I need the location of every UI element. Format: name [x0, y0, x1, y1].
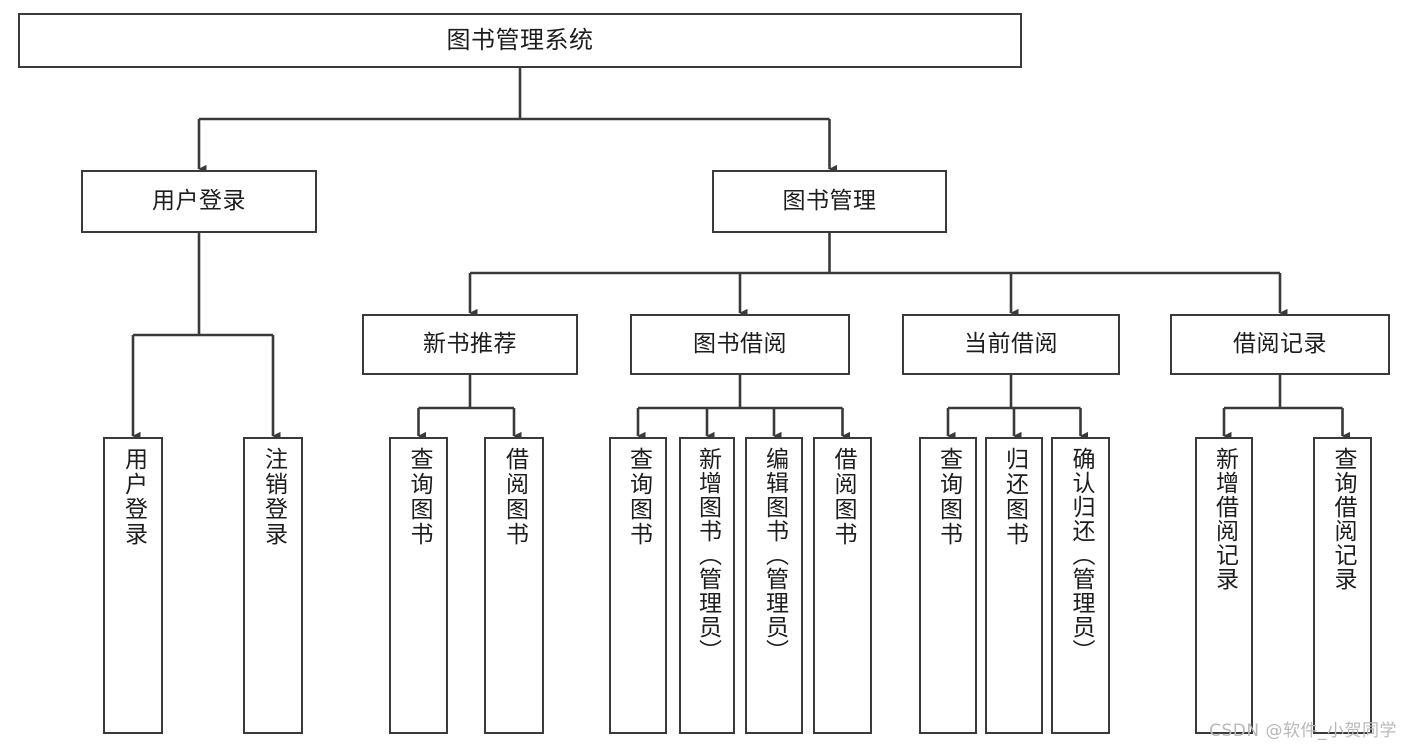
node-leaf-query-book-1[interactable]: 查询图书 — [389, 437, 448, 734]
node-leaf-edit-book[interactable]: 编辑图书（管理员） — [745, 437, 803, 734]
node-leaf-add-borrow-record[interactable]: 新增借阅记录 — [1195, 437, 1253, 734]
node-leaf-add-book-label: 新增图书（管理员） — [694, 447, 721, 663]
node-leaf-query-book-1-label: 查询图书 — [406, 447, 432, 547]
node-book-manage[interactable]: 图书管理 — [712, 170, 947, 233]
node-new-book-recommend[interactable]: 新书推荐 — [362, 314, 578, 375]
node-leaf-return-book-label: 归还图书 — [1001, 447, 1028, 547]
node-root-label: 图书管理系统 — [446, 26, 594, 55]
node-borrow-record-label: 借阅记录 — [1233, 330, 1327, 357]
node-user-login[interactable]: 用户登录 — [81, 170, 317, 233]
node-book-borrow-label: 图书借阅 — [693, 330, 787, 357]
node-user-login-label: 用户登录 — [152, 187, 246, 214]
node-leaf-confirm-return[interactable]: 确认归还（管理员） — [1051, 437, 1110, 734]
node-leaf-user-login-label: 用户登录 — [120, 447, 147, 547]
node-leaf-user-logout[interactable]: 注销登录 — [243, 437, 303, 734]
node-borrow-record[interactable]: 借阅记录 — [1170, 314, 1390, 375]
node-leaf-borrow-book-2-label: 借阅图书 — [830, 447, 856, 547]
node-root[interactable]: 图书管理系统 — [18, 13, 1022, 68]
node-leaf-query-book-3-label: 查询图书 — [935, 447, 962, 547]
csdn-watermark: CSDN @软件_小贺同学 — [1209, 721, 1397, 741]
node-leaf-query-book-2-label: 查询图书 — [625, 447, 652, 547]
node-leaf-add-borrow-record-label: 新增借阅记录 — [1211, 447, 1238, 591]
node-leaf-edit-book-label: 编辑图书（管理员） — [761, 447, 788, 663]
node-leaf-borrow-book-2[interactable]: 借阅图书 — [813, 437, 872, 734]
node-new-book-recommend-label: 新书推荐 — [423, 330, 517, 357]
node-leaf-query-borrow-record[interactable]: 查询借阅记录 — [1313, 437, 1372, 734]
node-leaf-user-login[interactable]: 用户登录 — [103, 437, 163, 734]
node-leaf-return-book[interactable]: 归还图书 — [985, 437, 1043, 734]
node-leaf-add-book[interactable]: 新增图书（管理员） — [679, 437, 735, 734]
node-leaf-borrow-book-1-label: 借阅图书 — [501, 447, 528, 547]
node-leaf-query-borrow-record-label: 查询借阅记录 — [1330, 447, 1356, 591]
node-leaf-query-book-3[interactable]: 查询图书 — [919, 437, 977, 734]
node-book-borrow[interactable]: 图书借阅 — [630, 314, 850, 375]
node-leaf-confirm-return-label: 确认归还（管理员） — [1068, 447, 1094, 663]
node-leaf-user-logout-label: 注销登录 — [260, 447, 287, 547]
node-current-borrow[interactable]: 当前借阅 — [902, 314, 1120, 375]
node-current-borrow-label: 当前借阅 — [964, 330, 1058, 357]
node-leaf-borrow-book-1[interactable]: 借阅图书 — [484, 437, 544, 734]
tree-connectors — [131, 68, 1351, 441]
node-leaf-query-book-2[interactable]: 查询图书 — [609, 437, 667, 734]
node-book-manage-label: 图书管理 — [782, 187, 877, 214]
